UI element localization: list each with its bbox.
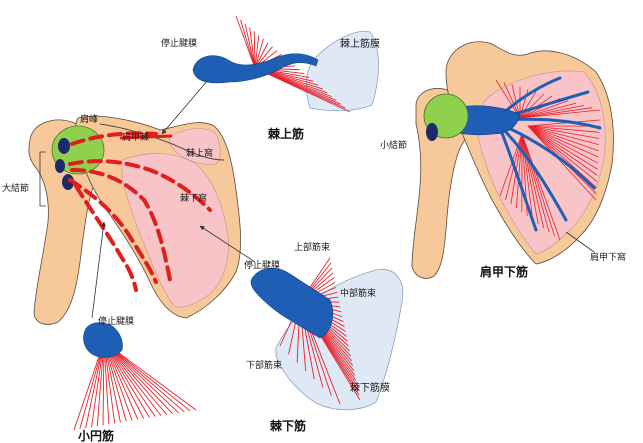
supraspinous-fossa-label: 棘上窩 [186, 150, 213, 159]
infraspinatus-title: 棘下筋 [270, 420, 306, 432]
infraspinatus-fascia-label: 棘下筋膜 [350, 384, 390, 394]
teres-minor-group [74, 323, 196, 430]
infraspinous-fossa-label: 棘下窩 [180, 195, 207, 204]
supraspinatus-title: 棘上筋 [268, 128, 304, 140]
lesser-tubercle-label: 小結節 [380, 142, 407, 151]
teres-minor-title: 小円筋 [78, 430, 114, 442]
supraspinatus-insertion-label: 停止腱膜 [161, 40, 197, 49]
subscapularis-title: 肩甲下筋 [480, 266, 528, 278]
posterior-scapula-group [29, 116, 241, 324]
scapular-spine-label: 肩甲棘 [122, 134, 149, 143]
infraspinatus-middle-bundle-label: 中部筋束 [340, 290, 376, 299]
supraspinatus-group [193, 16, 379, 112]
teres-minor-muscle-fibers [74, 342, 196, 430]
arrow-teres-to-scapula [92, 222, 104, 318]
greater-tubercle-label: 大結節 [2, 185, 29, 194]
subscapularis-group [412, 42, 613, 279]
insertion-dot-supraspinatus [58, 138, 70, 154]
insertion-dot-infraspinatus [55, 159, 65, 173]
supraspinatus-fiber [241, 20, 255, 68]
acromion-label: 肩峰 [80, 116, 98, 125]
infraspinatus-lower-bundle-label: 下部筋束 [246, 362, 282, 371]
teres-minor-insertion-label: 停止腱膜 [98, 318, 134, 327]
subscapular-fossa-label: 肩甲下窩 [590, 254, 626, 263]
supraspinatus-fascia-label: 棘上筋膜 [340, 40, 380, 50]
teres-minor-tendon [83, 323, 122, 358]
lesser-tubercle-insertion-dot [426, 123, 438, 141]
supraspinatus-tendon [193, 54, 318, 83]
infraspinatus-upper-bundle-label: 上部筋束 [294, 244, 330, 253]
infraspinatus-insertion-label: 停止腱膜 [244, 262, 280, 271]
supraspinatus-fiber [255, 35, 259, 68]
